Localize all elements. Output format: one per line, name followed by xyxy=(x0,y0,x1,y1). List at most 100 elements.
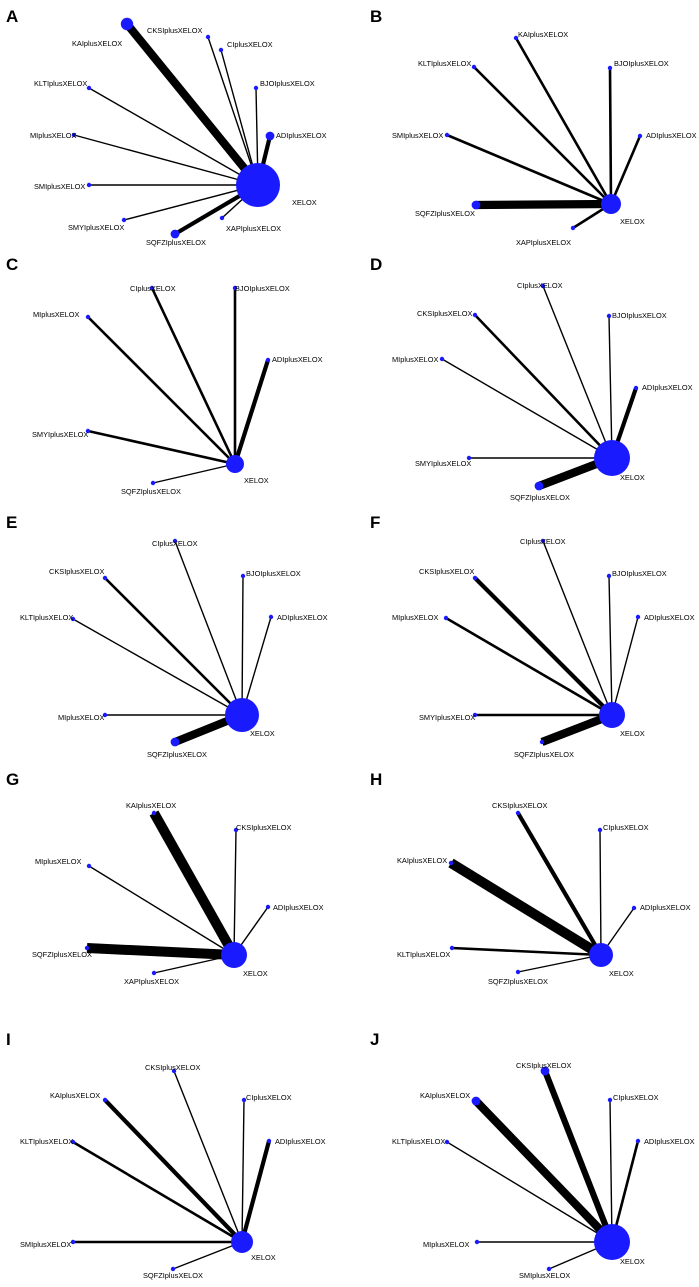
node-label-sqfziplusxelox: SQFZIplusXELOX xyxy=(147,750,207,759)
node-miplusxelox xyxy=(71,132,77,138)
panel-letter-h: H xyxy=(370,770,382,789)
center-label-xelox: XELOX xyxy=(609,969,634,978)
node-label-smyiplusxelox: SMYIplusXELOX xyxy=(68,223,124,232)
node-label-adiplusxelox: ADIplusXELOX xyxy=(272,355,323,364)
panel-letter-e: E xyxy=(6,513,17,532)
edge-adiplusxelox-to-xelox xyxy=(232,359,271,465)
edge-kltiplusxelox-to-xelox xyxy=(72,618,243,716)
center-label-xelox: XELOX xyxy=(620,729,645,738)
node-label-cksiplusxelox: CKSIplusXELOX xyxy=(145,1063,201,1072)
edge-bjoiplusxelox-to-xelox xyxy=(608,315,613,459)
node-kaiplusxelox xyxy=(448,860,454,866)
node-kaiplusxelox xyxy=(471,1096,481,1106)
edge-ciplusxelox-to-xelox xyxy=(609,1099,613,1243)
node-miplusxelox xyxy=(86,863,92,869)
node-kaiplusxelox xyxy=(102,1097,108,1103)
node-xelox-center xyxy=(594,440,630,476)
node-cksiplusxelox xyxy=(171,1068,177,1074)
node-cksiplusxelox xyxy=(102,575,108,581)
node-label-kltiplusxelox: KLTIplusXELOX xyxy=(20,613,73,622)
node-label-sqfziplusxelox: SQFZIplusXELOX xyxy=(510,493,570,502)
node-label-cksiplusxelox: CKSIplusXELOX xyxy=(492,801,548,810)
node-label-adiplusxelox: ADIplusXELOX xyxy=(646,131,697,140)
node-label-miplusxelox: MIplusXELOX xyxy=(35,857,81,866)
node-sqfziplusxelox xyxy=(539,739,545,745)
panel-a: KAIplusXELOXCKSIplusXELOXCIplusXELOXBJOI… xyxy=(6,7,327,247)
node-label-adiplusxelox: ADIplusXELOX xyxy=(642,383,693,392)
node-miplusxelox xyxy=(443,615,449,621)
edge-cksiplusxelox-to-xelox xyxy=(233,829,237,956)
node-adiplusxelox xyxy=(265,904,271,910)
node-kaiplusxelox xyxy=(151,810,157,816)
node-sqfziplusxelox xyxy=(170,229,180,239)
center-label-xelox: XELOX xyxy=(251,1253,276,1262)
node-label-bjoiplusxelox: BJOIplusXELOX xyxy=(246,569,301,578)
node-ciplusxelox xyxy=(172,538,178,544)
node-kaiplusxelox xyxy=(120,17,134,31)
center-label-xelox: XELOX xyxy=(243,969,268,978)
node-smiplusxelox xyxy=(86,182,92,188)
panel-letter-c: C xyxy=(6,255,18,274)
node-cksiplusxelox xyxy=(205,34,211,40)
node-miplusxelox xyxy=(439,356,445,362)
edge-ciplusxelox-to-xelox xyxy=(220,49,259,186)
node-label-adiplusxelox: ADIplusXELOX xyxy=(644,1137,695,1146)
node-smyiplusxelox xyxy=(121,217,127,223)
node-adiplusxelox xyxy=(635,1138,641,1144)
edge-bjoiplusxelox-to-xelox xyxy=(608,575,613,716)
node-label-miplusxelox: MIplusXELOX xyxy=(30,131,76,140)
node-label-kaiplusxelox: KAIplusXELOX xyxy=(50,1091,100,1100)
node-bjoiplusxelox xyxy=(606,573,612,579)
edge-ciplusxelox-to-xelox xyxy=(542,285,613,459)
node-label-cksiplusxelox: CKSIplusXELOX xyxy=(236,823,292,832)
node-ciplusxelox xyxy=(218,47,224,53)
node-label-kltiplusxelox: KLTIplusXELOX xyxy=(418,59,471,68)
node-label-bjoiplusxelox: BJOIplusXELOX xyxy=(612,311,667,320)
node-label-ciplusxelox: CIplusXELOX xyxy=(130,284,176,293)
node-xelox-center xyxy=(225,698,259,732)
node-label-smiplusxelox: SMIplusXELOX xyxy=(392,131,443,140)
node-label-kltiplusxelox: KLTIplusXELOX xyxy=(20,1137,73,1146)
node-kltiplusxelox xyxy=(471,64,477,70)
node-label-smyiplusxelox: SMYIplusXELOX xyxy=(415,459,471,468)
node-label-adiplusxelox: ADIplusXELOX xyxy=(276,131,327,140)
node-xelox-center xyxy=(226,455,244,473)
node-smyiplusxelox xyxy=(466,455,472,461)
edge-kaiplusxelox-to-xelox xyxy=(123,21,262,188)
panel-letter-a: A xyxy=(6,7,18,26)
node-adiplusxelox xyxy=(635,614,641,620)
node-label-kltiplusxelox: KLTIplusXELOX xyxy=(397,950,450,959)
node-xelox-center xyxy=(221,942,247,968)
node-sqfziplusxelox xyxy=(534,481,544,491)
edge-smyiplusxelox-to-xelox xyxy=(87,429,236,466)
node-smyiplusxelox xyxy=(85,428,91,434)
node-smiplusxelox xyxy=(444,132,450,138)
edge-kaiplusxelox-to-xelox xyxy=(514,37,613,205)
node-kltiplusxelox xyxy=(70,1139,76,1145)
node-label-kaiplusxelox: KAIplusXELOX xyxy=(420,1091,470,1100)
node-label-kaiplusxelox: KAIplusXELOX xyxy=(397,856,447,865)
edge-miplusxelox-to-xelox xyxy=(441,358,613,459)
node-xapiplusxelox xyxy=(219,215,225,221)
node-smiplusxelox xyxy=(546,1266,552,1272)
node-bjoiplusxelox xyxy=(253,85,259,91)
node-label-bjoiplusxelox: BJOIplusXELOX xyxy=(612,569,667,578)
node-label-miplusxelox: MIplusXELOX xyxy=(33,310,79,319)
center-label-xelox: XELOX xyxy=(244,476,269,485)
node-label-smyiplusxelox: SMYIplusXELOX xyxy=(419,713,475,722)
node-label-kaiplusxelox: KAIplusXELOX xyxy=(72,39,122,48)
panel-letter-j: J xyxy=(370,1030,379,1049)
node-label-smyiplusxelox: SMYIplusXELOX xyxy=(32,430,88,439)
edge-ciplusxelox-to-xelox xyxy=(174,540,243,716)
node-label-xapiplusxelox: XAPIplusXELOX xyxy=(516,238,571,247)
node-label-smiplusxelox: SMIplusXELOX xyxy=(20,1240,71,1249)
node-label-kltiplusxelox: KLTIplusXELOX xyxy=(34,79,87,88)
edge-cksiplusxelox-to-xelox xyxy=(104,577,243,716)
node-cksiplusxelox xyxy=(515,810,521,816)
edge-kltiplusxelox-to-xelox xyxy=(451,946,602,957)
node-label-cksiplusxelox: CKSIplusXELOX xyxy=(417,309,473,318)
